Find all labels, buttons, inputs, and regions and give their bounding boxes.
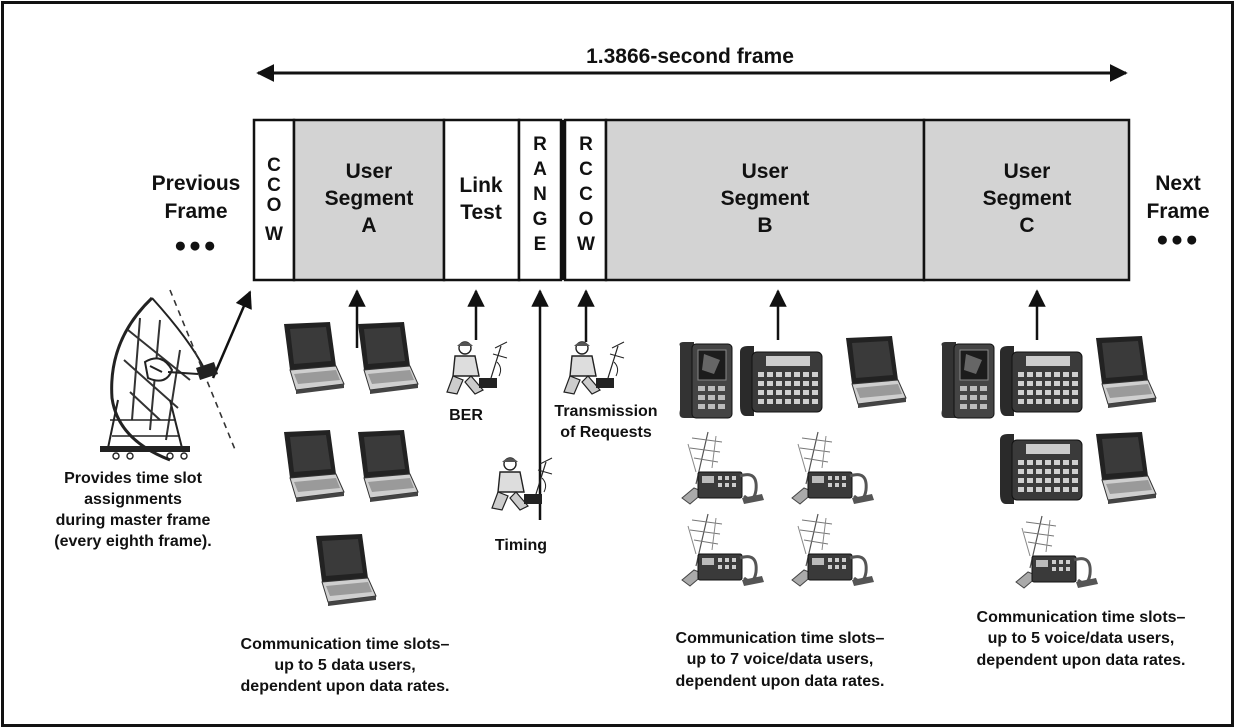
segment-c-note-line-3: dependent upon data rates. <box>977 652 1186 669</box>
transmission-line-1: Transmission <box>554 403 657 420</box>
transmission-line-2: of Requests <box>560 424 652 441</box>
rccow-letter-3: C <box>579 184 593 205</box>
radio-handset-icon <box>679 341 733 419</box>
next-frame-line-2: Frame <box>1146 200 1209 223</box>
segment-b-note-line-1: Communication time slots– <box>676 630 885 647</box>
next-frame-line-1: Next <box>1155 172 1201 195</box>
next-frame-label: Next Frame ●●● <box>1146 172 1209 251</box>
segment-a-note-line-2: up to 5 data users, <box>274 657 415 674</box>
next-frame-dots: ●●● <box>1156 228 1200 251</box>
range-letter-4: G <box>533 209 548 230</box>
slot-rccow <box>563 118 608 282</box>
segment-b-note-line-3: dependent upon data rates. <box>676 673 885 690</box>
segment-a-note: Communication time slots– up to 5 data u… <box>241 636 450 695</box>
previous-frame-dots: ●●● <box>174 234 218 257</box>
segment-b-note-line-2: up to 7 voice/data users, <box>687 651 874 668</box>
range-letter-2: A <box>533 159 547 180</box>
segment-c-line-2: Segment <box>983 187 1072 210</box>
radio-handset-icon <box>941 341 995 419</box>
previous-frame-label: Previous Frame ●●● <box>152 172 241 257</box>
rccow-letter-4: O <box>579 209 594 230</box>
slot-user-segment-c <box>922 118 1131 282</box>
link-test-line-1: Link <box>459 174 502 197</box>
previous-frame-line-1: Previous <box>152 172 241 195</box>
timing-label: Timing <box>495 537 547 554</box>
link-test-line-2: Test <box>460 201 502 224</box>
ccow-letter-4: W <box>265 224 283 245</box>
segment-a-line-3: A <box>361 214 376 237</box>
ccow-letter-1: C <box>267 155 281 176</box>
satellite-dish-icon <box>100 289 237 462</box>
slot-link-test <box>442 118 521 282</box>
satellite-note-line-3: during master frame <box>56 512 211 529</box>
range-letter-1: R <box>533 134 547 155</box>
satellite-note: Provides time slot assignments during ma… <box>54 470 211 550</box>
previous-frame-line-2: Frame <box>164 200 227 223</box>
satellite-note-line-1: Provides time slot <box>64 470 202 487</box>
segment-a-note-line-1: Communication time slots– <box>241 636 450 653</box>
rccow-letter-2: C <box>579 159 593 180</box>
segment-a-line-1: User <box>346 160 393 183</box>
satellite-note-line-4: (every eighth frame). <box>54 533 211 550</box>
segment-c-line-3: C <box>1019 214 1034 237</box>
arrow-to-ccow <box>211 290 252 379</box>
range-letter-3: N <box>533 184 547 205</box>
segment-c-note-line-2: up to 5 voice/data users, <box>988 630 1175 647</box>
ccow-letter-2: C <box>267 175 281 196</box>
slot-ccow <box>252 118 296 282</box>
frame-label: 1.3866-second frame <box>586 45 794 68</box>
segment-b-note: Communication time slots– up to 7 voice/… <box>676 630 885 690</box>
voice-terminal-icon <box>999 433 1083 505</box>
segment-b-line-3: B <box>757 214 772 237</box>
segment-c-note: Communication time slots– up to 5 voice/… <box>977 609 1186 669</box>
segment-b-line-2: Segment <box>721 187 810 210</box>
segment-c-line-1: User <box>1004 160 1051 183</box>
ccow-letter-3: O <box>267 195 282 216</box>
range-letter-5: E <box>534 234 547 255</box>
frame-slots: C C O W User Segment A Link Test R A N G… <box>252 118 1131 282</box>
voice-terminal-icon <box>739 345 823 417</box>
segment-a-line-2: Segment <box>325 187 414 210</box>
segment-c-note-line-1: Communication time slots– <box>977 609 1186 626</box>
slot-range <box>517 118 563 282</box>
satellite-note-line-2: assignments <box>84 491 182 508</box>
segment-b-line-1: User <box>742 160 789 183</box>
slot-user-segment-b <box>604 118 926 282</box>
rccow-letter-1: R <box>579 134 593 155</box>
segment-a-note-line-3: dependent upon data rates. <box>241 678 450 695</box>
ber-label: BER <box>449 407 483 424</box>
transmission-label: Transmission of Requests <box>554 403 657 441</box>
rccow-letter-5: W <box>577 234 595 255</box>
voice-terminal-icon <box>999 345 1083 417</box>
